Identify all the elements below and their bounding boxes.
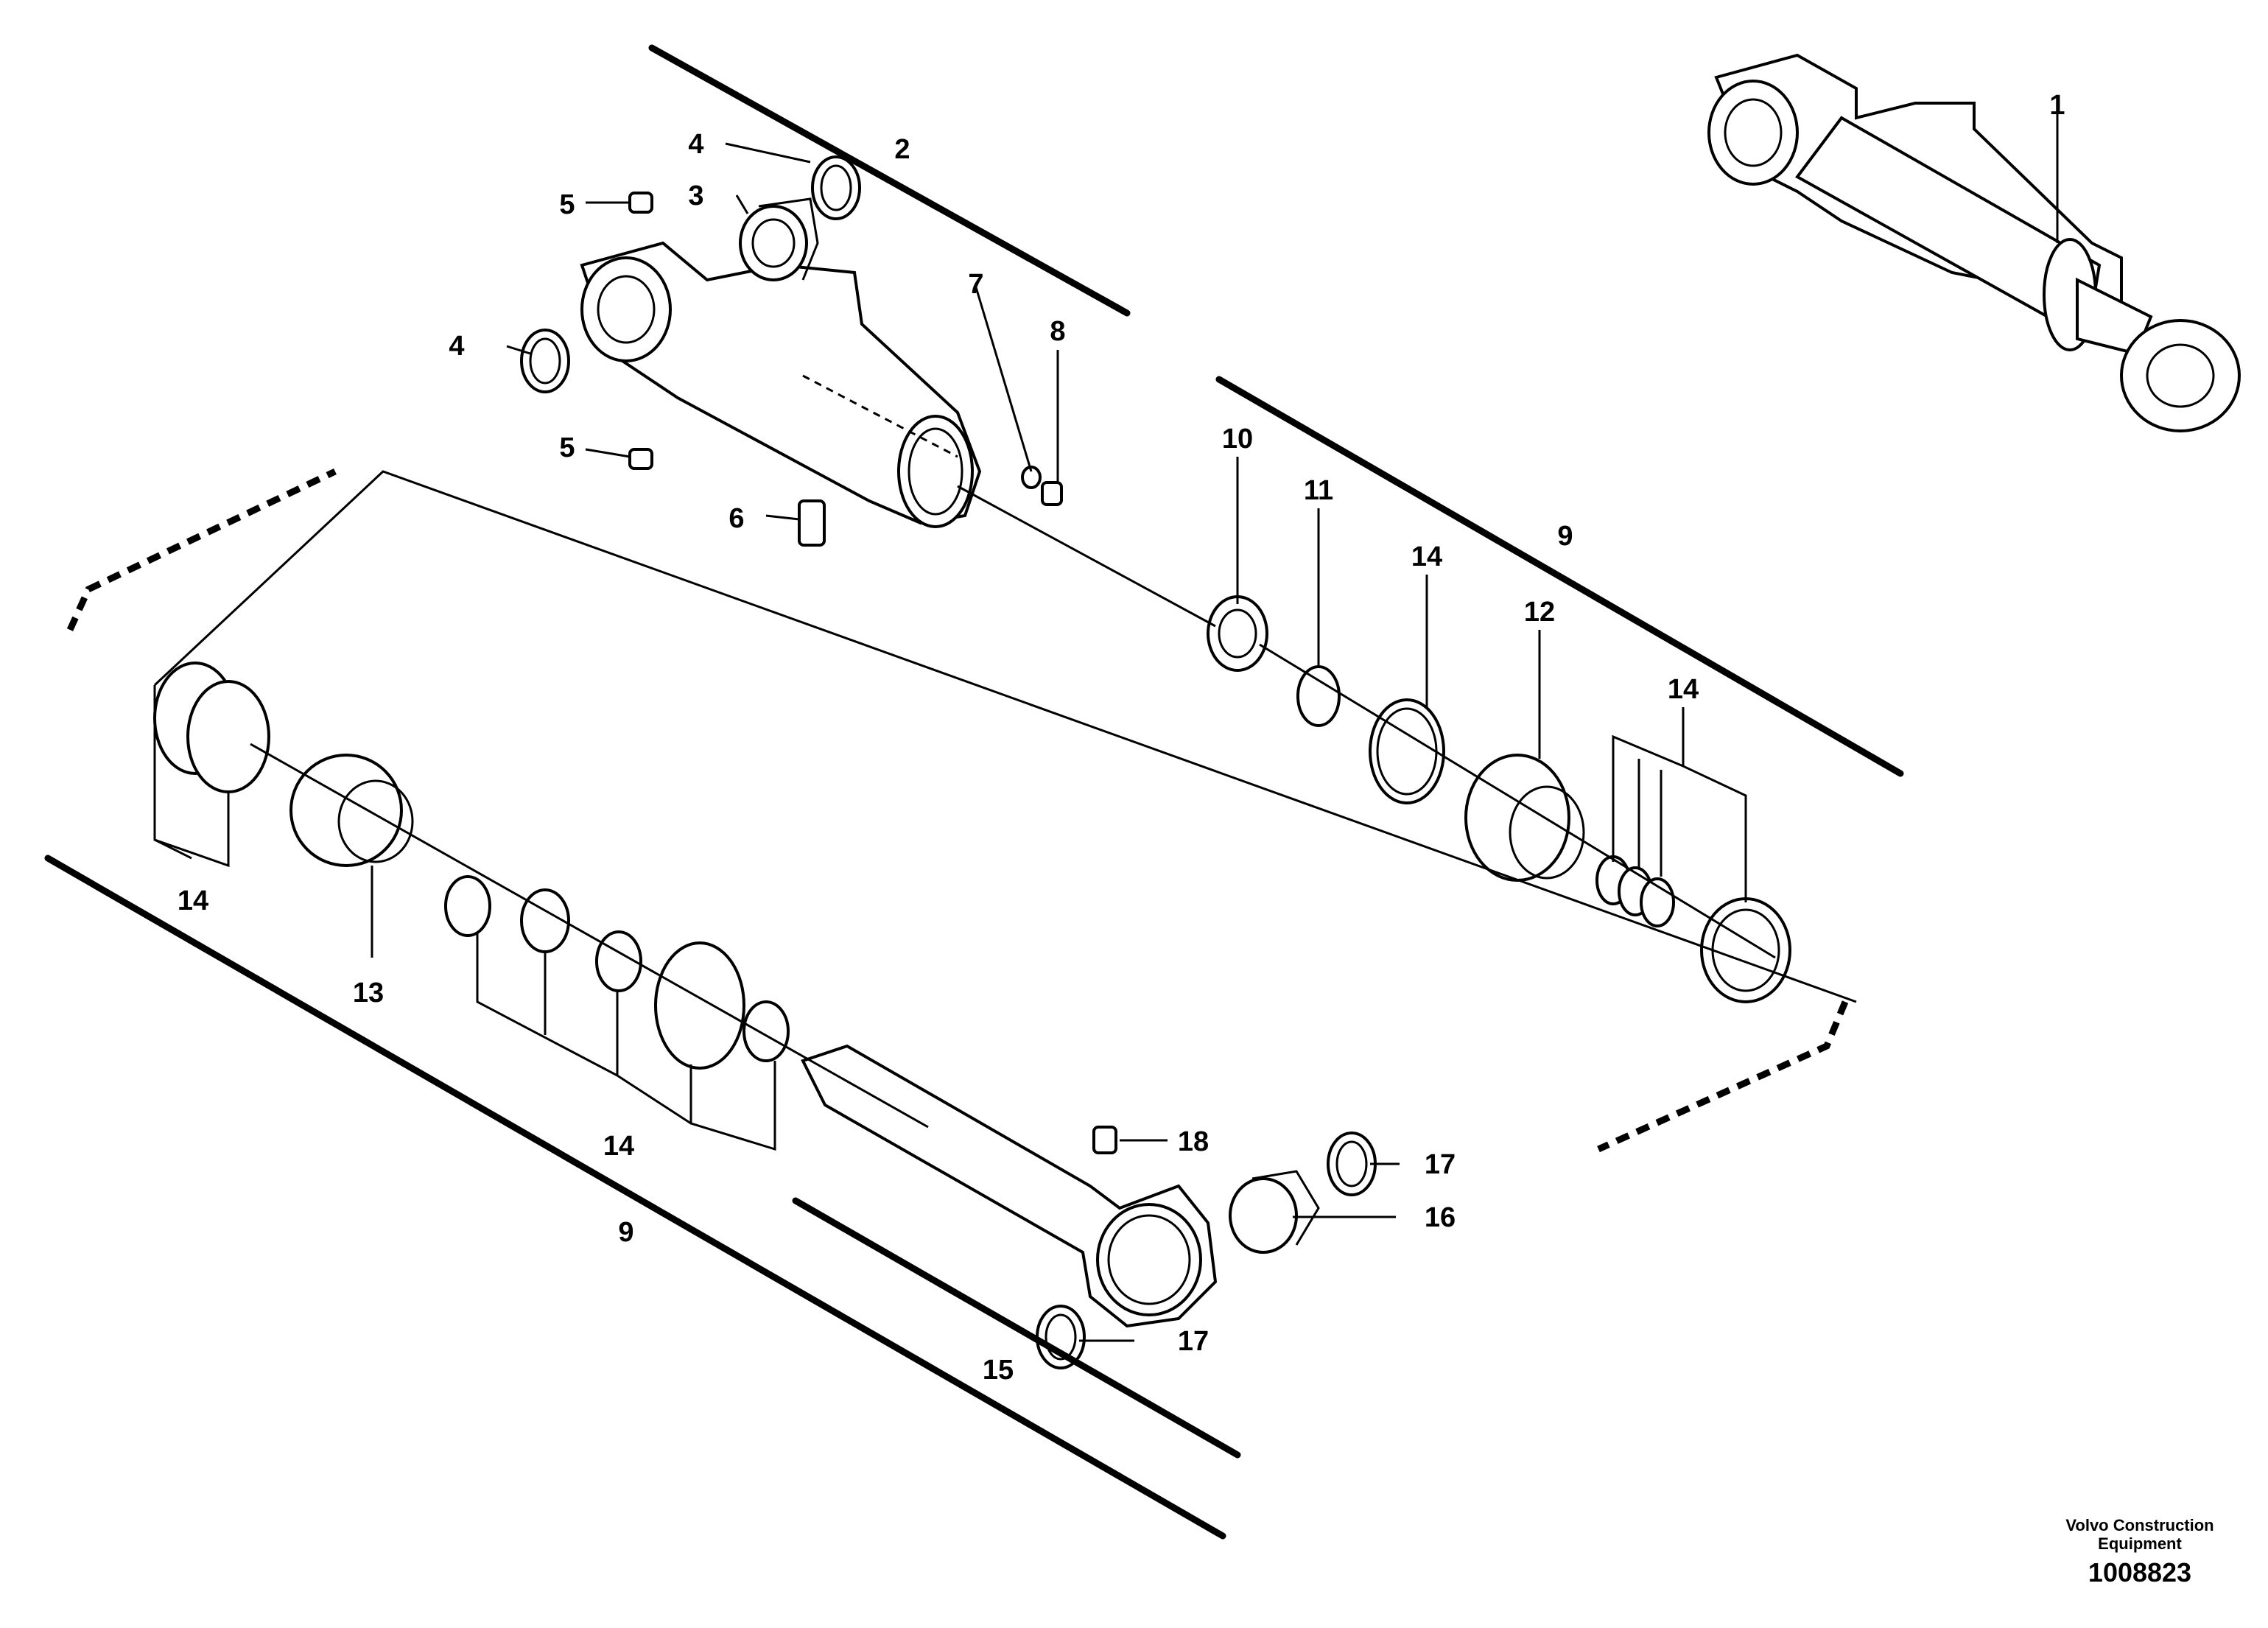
callout-7: 7 bbox=[968, 269, 983, 300]
callout-3: 3 bbox=[688, 180, 703, 211]
seal-ring-4-top bbox=[811, 155, 861, 220]
piston-12 bbox=[1464, 754, 1585, 882]
company-name-line2: Equipment bbox=[2098, 1534, 2182, 1553]
callout-18: 18 bbox=[1178, 1126, 1209, 1157]
o-rings-14-left bbox=[153, 662, 270, 793]
callout-12: 12 bbox=[1524, 597, 1555, 628]
callout-labels: 1 2 3 4 4 5 5 6 7 8 9 9 10 11 12 13 14 1… bbox=[178, 90, 2065, 1386]
callout-17-top: 17 bbox=[1425, 1149, 1456, 1180]
callout-14-b: 14 bbox=[1668, 674, 1699, 705]
grease-nipple-5-bottom bbox=[628, 448, 653, 470]
drawing-number: 1008823 bbox=[2088, 1557, 2191, 1587]
piston-rod-15 bbox=[801, 1044, 1218, 1328]
callout-8: 8 bbox=[1050, 316, 1065, 347]
group-brackets bbox=[44, 44, 1904, 1540]
callout-5-bottom: 5 bbox=[559, 432, 575, 463]
cylinder-head-13 bbox=[289, 754, 414, 867]
callout-13: 13 bbox=[353, 978, 384, 1008]
plug-8 bbox=[1041, 481, 1063, 506]
callout-17-bottom: 17 bbox=[1178, 1326, 1209, 1357]
valve-6 bbox=[798, 499, 826, 547]
callout-10: 10 bbox=[1222, 424, 1253, 455]
company-name-line1: Volvo Construction bbox=[2065, 1516, 2213, 1534]
callout-11: 11 bbox=[1304, 475, 1333, 506]
guide-ring-14 bbox=[1369, 698, 1445, 804]
bushing-3 bbox=[739, 197, 819, 281]
callout-14-c: 14 bbox=[178, 885, 208, 916]
seal-ring-17-top bbox=[1327, 1131, 1377, 1196]
leader-lines bbox=[153, 114, 2059, 1342]
callout-15: 15 bbox=[983, 1355, 1014, 1386]
callout-9-left: 9 bbox=[618, 1217, 633, 1248]
assembled-cylinder bbox=[1707, 53, 2241, 432]
callout-1: 1 bbox=[2049, 90, 2065, 121]
callout-4-top: 4 bbox=[688, 129, 703, 160]
callout-4-left: 4 bbox=[449, 331, 464, 362]
nut-10 bbox=[1207, 595, 1268, 672]
seal-ring-17-bottom bbox=[1036, 1305, 1086, 1369]
footer: Volvo Construction Equipment 1008823 bbox=[2065, 1516, 2213, 1587]
callout-16: 16 bbox=[1425, 1202, 1456, 1233]
grease-nipple-18 bbox=[1092, 1126, 1117, 1154]
o-ring-7 bbox=[1021, 466, 1042, 489]
callout-6: 6 bbox=[729, 503, 744, 534]
callout-14-d: 14 bbox=[603, 1131, 634, 1162]
seal-ring-4-left bbox=[520, 329, 570, 393]
lock-washer-11 bbox=[1296, 665, 1341, 727]
callout-9-right: 9 bbox=[1557, 521, 1573, 552]
callout-5-top: 5 bbox=[559, 189, 575, 220]
grease-nipple-5-top bbox=[628, 192, 653, 214]
callout-14-a: 14 bbox=[1411, 541, 1442, 572]
seal-set-14-right bbox=[1595, 855, 1791, 1003]
bushing-16 bbox=[1229, 1170, 1320, 1254]
cylinder-tube bbox=[580, 241, 982, 528]
callout-2: 2 bbox=[894, 134, 910, 165]
